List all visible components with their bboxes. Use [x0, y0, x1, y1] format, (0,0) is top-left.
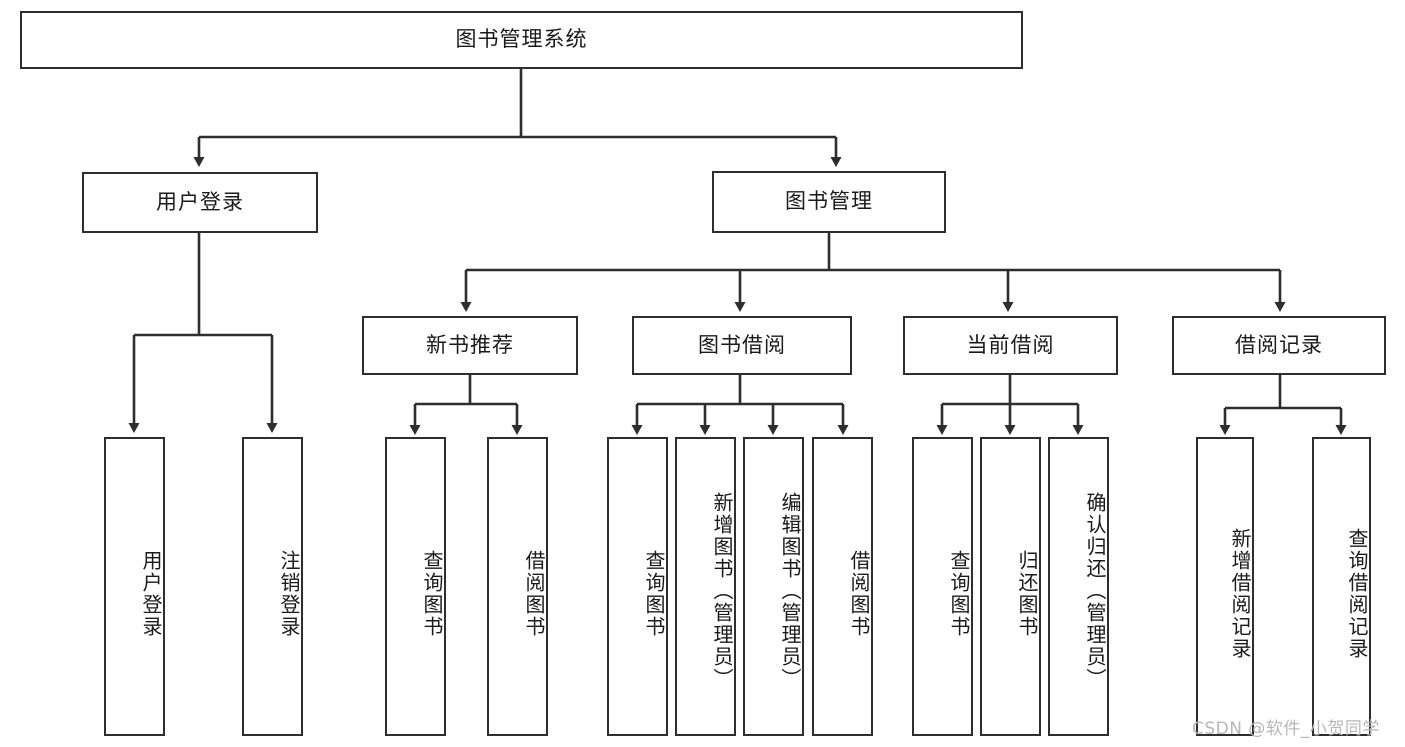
node-borrow-record[interactable]: 借阅记录	[1172, 316, 1386, 375]
node-current-borrow[interactable]: 当前借阅	[903, 316, 1118, 375]
leaf-new-book-query[interactable]: 查询图书	[385, 437, 446, 736]
leaf-book-borrow-query[interactable]: 查询图书	[607, 437, 668, 736]
node-root[interactable]: 图书管理系统	[20, 11, 1023, 69]
leaf-user-login-logout[interactable]: 注销登录	[242, 437, 303, 736]
leaf-user-login-login[interactable]: 用户登录	[104, 437, 165, 736]
leaf-current-borrow-query[interactable]: 查询图书	[912, 437, 973, 736]
leaf-book-borrow-borrow[interactable]: 借阅图书	[812, 437, 873, 736]
leaf-borrow-record-query[interactable]: 查询借阅记录	[1312, 437, 1371, 736]
leaf-current-borrow-return[interactable]: 归还图书	[980, 437, 1041, 736]
leaf-current-borrow-confirm[interactable]: 确认归还（管理员）	[1048, 437, 1109, 736]
leaf-borrow-record-add[interactable]: 新增借阅记录	[1196, 437, 1254, 736]
leaf-new-book-borrow[interactable]: 借阅图书	[487, 437, 548, 736]
csdn-watermark: CSDN @软件_小贺同学	[1192, 719, 1380, 739]
node-user-login[interactable]: 用户登录	[82, 172, 318, 233]
node-book-manage[interactable]: 图书管理	[712, 171, 946, 233]
leaf-book-borrow-add[interactable]: 新增图书（管理员）	[675, 437, 736, 736]
node-new-book-recommend[interactable]: 新书推荐	[362, 316, 578, 375]
leaf-book-borrow-edit[interactable]: 编辑图书（管理员）	[743, 437, 804, 736]
node-book-borrow[interactable]: 图书借阅	[632, 316, 852, 375]
